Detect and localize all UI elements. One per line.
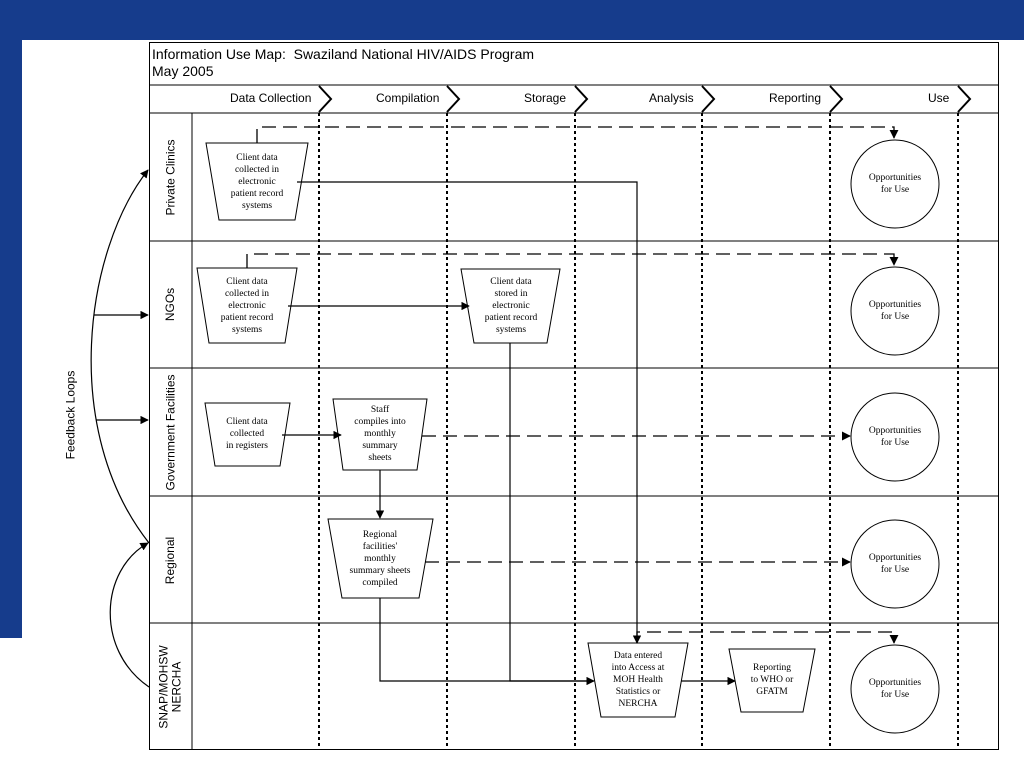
process-shapes bbox=[196, 142, 816, 718]
ngo-store-shape bbox=[460, 268, 561, 344]
snap-report-text: Reporting to WHO or GFATM bbox=[750, 663, 794, 697]
snap-analysis-text: Data entered into Access at MOH Health S… bbox=[611, 651, 665, 709]
gov-collect-shape bbox=[204, 402, 291, 467]
dashed-flows bbox=[246, 126, 899, 644]
phase-use: Use bbox=[928, 91, 950, 105]
regional-compile-text: Regional facilities' monthly summary she… bbox=[349, 530, 411, 588]
phase-analysis: Analysis bbox=[649, 91, 694, 105]
gov-compile-shape bbox=[332, 398, 428, 471]
ngo-collect-text: Client data collected in electronic pati… bbox=[220, 277, 274, 335]
use-snap-text: Opportunities for Use bbox=[868, 678, 922, 700]
phase-chevrons bbox=[318, 85, 972, 113]
phase-separators bbox=[318, 113, 959, 750]
phase-compilation: Compilation bbox=[376, 91, 440, 105]
ngo-collect-shape bbox=[196, 267, 298, 344]
use-ngo-text: Opportunities for Use bbox=[868, 300, 922, 322]
use-private-text: Opportunities for Use bbox=[868, 173, 922, 195]
use-gov-text: Opportunities for Use bbox=[868, 426, 922, 448]
private-collect-shape bbox=[205, 142, 309, 221]
use-regional-text: Opportunities for Use bbox=[868, 553, 922, 575]
feedback-curves bbox=[90, 169, 150, 688]
ngo-store-text: Client data stored in electronic patient… bbox=[484, 277, 538, 335]
gov-collect-text: Client data collected in registers bbox=[226, 417, 268, 451]
phase-data-collection: Data Collection bbox=[230, 91, 312, 105]
snap-analysis-shape bbox=[587, 642, 689, 718]
private-collect-text: Client data collected in electronic pati… bbox=[230, 153, 284, 211]
map-title: Information Use Map: Swaziland National … bbox=[152, 46, 535, 79]
solid-flows bbox=[282, 181, 736, 686]
regional-compile-shape bbox=[327, 518, 434, 599]
phase-storage: Storage bbox=[524, 91, 567, 105]
snap-report-shape bbox=[728, 648, 816, 713]
gov-compile-text: Staff compiles into monthly summary shee… bbox=[354, 405, 406, 463]
phase-reporting: Reporting bbox=[769, 91, 822, 105]
use-circles bbox=[850, 139, 940, 734]
